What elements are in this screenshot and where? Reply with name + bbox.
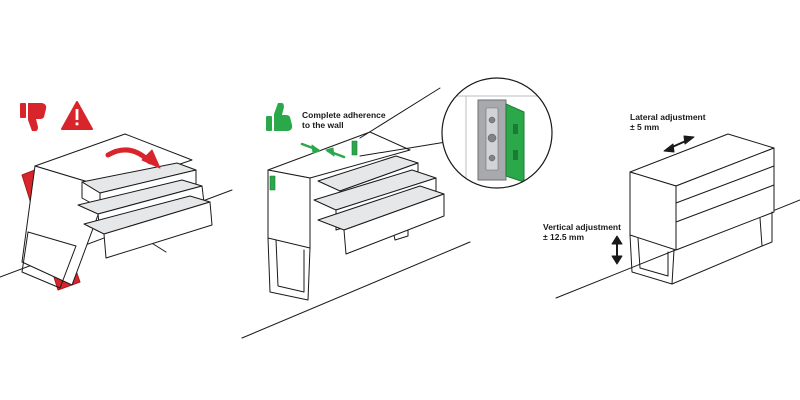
adjust-leg-bar <box>671 245 763 285</box>
thumbs-up-icon <box>266 102 293 131</box>
detail-leader-1 <box>359 87 441 139</box>
adjust-chest-legs-inner <box>637 237 669 277</box>
adjust-chest-legs-right <box>759 211 773 247</box>
adherence-label: Complete adherence to the wall <box>302 110 386 130</box>
drawer-3-face <box>103 201 213 259</box>
lateral-label-line-2: ± 5 mm <box>630 122 660 132</box>
warning-triangle-icon <box>61 101 93 130</box>
adherence-arrows <box>300 142 346 159</box>
vertical-label-line-1: Vertical adjustment <box>543 222 621 232</box>
detail-leader-2 <box>359 141 447 157</box>
adjust-drawer-line-2 <box>675 184 775 223</box>
chest-legs-inner <box>275 239 305 293</box>
chest-legs <box>267 237 311 301</box>
wall-bracket-side <box>269 175 276 191</box>
lateral-adjustment-label: Lateral adjustment ± 5 mm <box>630 112 706 132</box>
tipping-chest-legs <box>21 231 77 289</box>
adjust-drawer-line-1 <box>675 165 775 204</box>
vertical-adjustment-label: Vertical adjustment ± 12.5 mm <box>543 222 621 242</box>
detail-circle-border <box>441 77 553 189</box>
wall-bracket-top <box>351 140 358 156</box>
adjust-chest-front <box>675 147 775 251</box>
lateral-arrow <box>663 135 695 153</box>
adjust-chest-side <box>629 171 677 251</box>
adherence-label-line-2: to the wall <box>302 120 344 130</box>
panel-wrong-installation <box>0 101 233 291</box>
floor-line-2 <box>241 241 471 339</box>
vertical-label-line-2: ± 12.5 mm <box>543 232 585 242</box>
panel-correct-installation <box>241 77 553 339</box>
lateral-label-line-1: Lateral adjustment <box>630 112 706 122</box>
vertical-arrow <box>611 235 623 265</box>
adherence-label-line-1: Complete adherence <box>302 110 386 120</box>
drawer-bottom-face <box>343 193 445 255</box>
detail-green-bracket <box>505 103 525 183</box>
adjust-chest-legs <box>629 234 675 285</box>
panel-adjustments <box>555 133 800 299</box>
thumbs-down-icon <box>20 103 47 132</box>
tipping-arrow-head <box>141 149 161 169</box>
